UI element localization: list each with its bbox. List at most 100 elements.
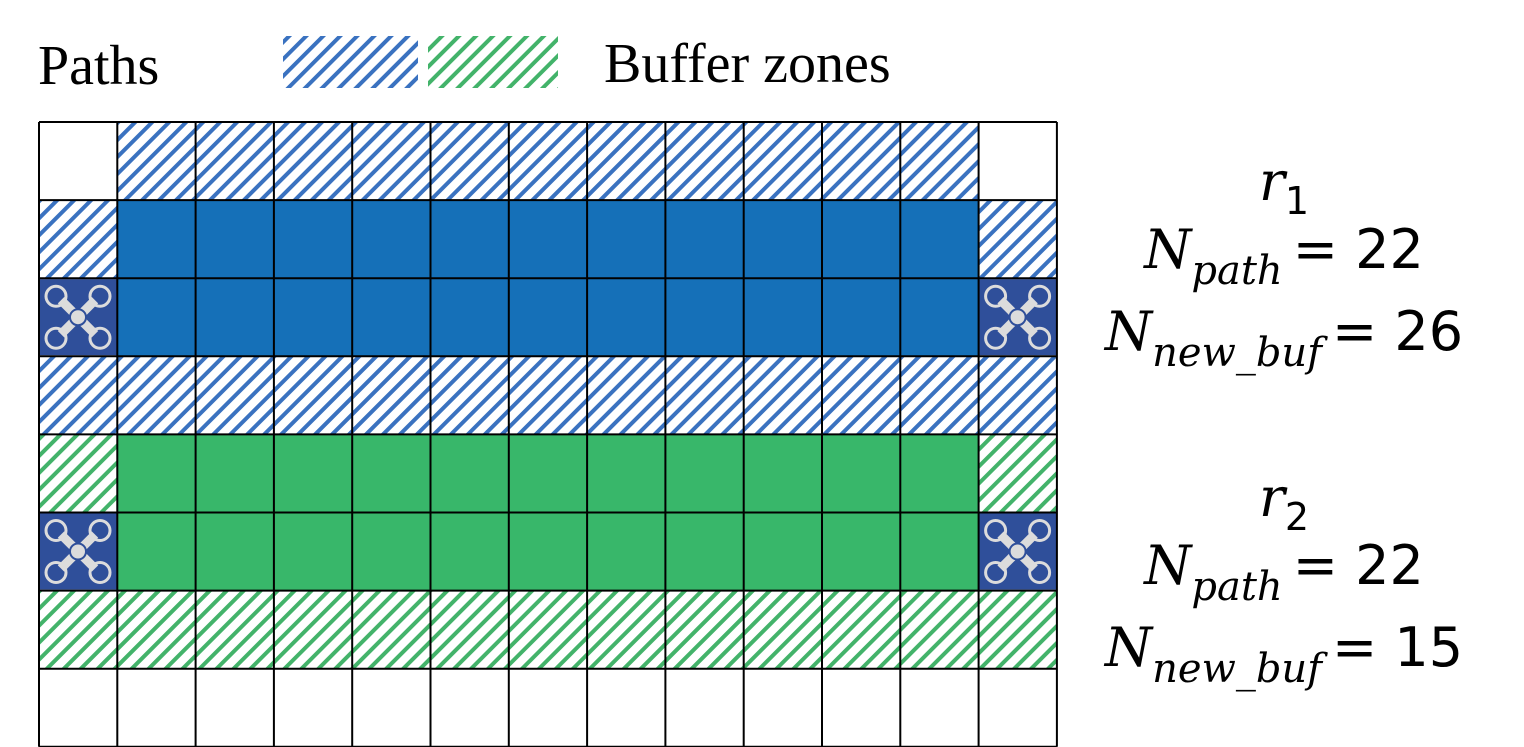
green-buffer-cell <box>743 590 822 669</box>
nbuf-base: N <box>1103 300 1154 363</box>
green-path-cell <box>352 512 431 591</box>
blue-path-cell <box>743 200 822 279</box>
npath-sub: path <box>1191 248 1282 294</box>
drone-icon <box>979 514 1057 590</box>
green-path-cell <box>665 512 744 591</box>
robot-label-sub: 2 <box>1285 495 1309 539</box>
blue-path-cell <box>508 278 588 357</box>
blue-buffer-cell <box>195 122 274 201</box>
blue-buffer-cell <box>587 356 666 435</box>
blue-buffer-cell <box>352 122 431 201</box>
green-path-cell <box>430 434 509 513</box>
blue-buffer-cell <box>39 356 118 435</box>
blue-buffer-cell <box>822 356 901 435</box>
blue-path-cell <box>508 200 588 279</box>
empty-cell <box>900 668 979 747</box>
green-buffer-cell <box>352 590 431 669</box>
blue-buffer-cell <box>430 356 509 435</box>
robot-label: r2 <box>1259 466 1309 539</box>
empty-cell <box>273 668 353 747</box>
blue-path-cell <box>117 200 196 279</box>
green-path-cell <box>822 512 901 591</box>
legend-paths-label: Paths <box>38 35 160 97</box>
green-path-cell <box>822 434 901 513</box>
empty-cell <box>822 668 901 747</box>
blue-buffer-cell <box>508 356 588 435</box>
blue-buffer-cell <box>508 122 588 201</box>
npath-equation: Npath= 22 <box>1142 218 1424 294</box>
green-buffer-cell <box>195 590 274 669</box>
green-path-cell <box>273 434 353 513</box>
blue-path-cell <box>743 278 822 357</box>
green-path-cell <box>273 512 353 591</box>
green-buffer-cell <box>665 590 744 669</box>
blue-path-cell <box>900 200 979 279</box>
green-path-cell <box>665 434 744 513</box>
empty-cell <box>665 668 744 747</box>
blue-path-cell <box>665 200 744 279</box>
blue-buffer-cell <box>665 122 744 201</box>
blue-path-cell <box>822 200 901 279</box>
drone-icon <box>39 514 117 590</box>
green-path-cell <box>195 434 274 513</box>
green-path-cell <box>587 434 666 513</box>
green-buffer-cell <box>117 590 196 669</box>
green-path-cell <box>195 512 274 591</box>
green-buffer-cell <box>508 590 588 669</box>
blue-buffer-cell <box>195 356 274 435</box>
green-path-cell <box>587 512 666 591</box>
green-buffer-cell <box>273 590 353 669</box>
blue-path-cell <box>273 200 353 279</box>
blue-buffer-cell <box>352 356 431 435</box>
green-path-cell <box>900 434 979 513</box>
green-buffer-cell <box>39 434 118 513</box>
green-path-cell <box>352 434 431 513</box>
empty-cell <box>508 668 588 747</box>
npath-equation: Npath= 22 <box>1142 534 1424 610</box>
green-buffer-cell <box>900 590 979 669</box>
green-path-cell <box>743 434 822 513</box>
blue-buffer-cell <box>665 356 744 435</box>
blue-path-cell <box>430 200 509 279</box>
nbuf-value: = 26 <box>1332 300 1463 363</box>
npath-sub: path <box>1191 564 1282 610</box>
green-path-cell <box>900 512 979 591</box>
blue-buffer-cell <box>978 356 1057 435</box>
green-hatch-swatch <box>428 36 558 88</box>
empty-cell <box>352 668 431 747</box>
npath-base: N <box>1142 534 1193 597</box>
robot-label-sub: 1 <box>1285 179 1309 223</box>
blue-buffer-cell <box>900 356 979 435</box>
empty-cell <box>587 668 666 747</box>
green-buffer-cell <box>587 590 666 669</box>
blue-path-cell <box>587 200 666 279</box>
blue-buffer-cell <box>900 122 979 201</box>
robot-label-base: r <box>1259 466 1288 529</box>
green-path-cell <box>117 434 196 513</box>
robot-label: r1 <box>1259 150 1309 223</box>
npath-base: N <box>1142 218 1193 281</box>
npath-value: = 22 <box>1293 218 1424 281</box>
empty-cell <box>978 122 1057 201</box>
blue-path-cell <box>900 278 979 357</box>
robot-label-base: r <box>1259 150 1288 213</box>
empty-cell <box>39 668 118 747</box>
blue-path-cell <box>195 200 274 279</box>
nbuf-base: N <box>1103 616 1154 679</box>
empty-cell <box>978 668 1057 747</box>
blue-path-cell <box>665 278 744 357</box>
empty-cell <box>743 668 822 747</box>
empty-cell <box>430 668 509 747</box>
green-path-cell <box>430 512 509 591</box>
empty-cell <box>39 122 118 201</box>
green-path-cell <box>508 512 588 591</box>
blue-buffer-cell <box>117 356 196 435</box>
nbuf-sub: new_buf <box>1152 330 1328 376</box>
npath-value: = 22 <box>1293 534 1424 597</box>
blue-path-cell <box>822 278 901 357</box>
blue-buffer-cell <box>822 122 901 201</box>
green-buffer-cell <box>822 590 901 669</box>
drone-icon <box>39 279 117 355</box>
blue-hatch-swatch <box>283 36 418 88</box>
